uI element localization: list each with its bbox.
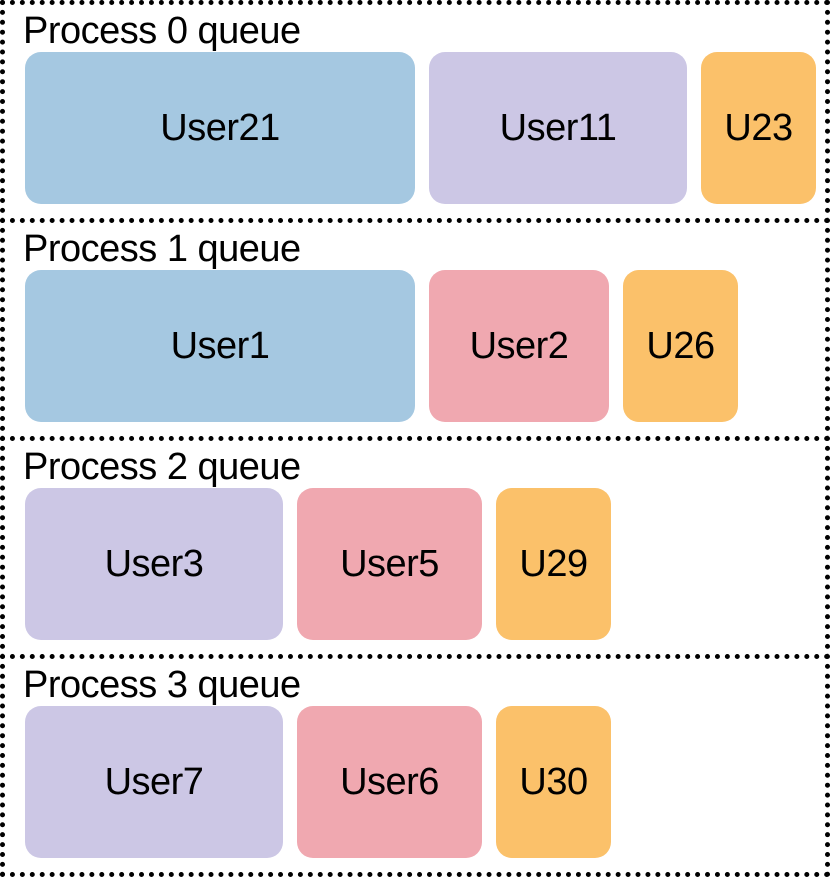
queue-title: Process 0 queue [23,10,301,52]
queue-item[interactable]: U30 [496,706,611,858]
queue-title: Process 3 queue [23,664,301,706]
queue-title: Process 1 queue [23,228,301,270]
queue-title: Process 2 queue [23,446,301,488]
queue-item[interactable]: User21 [25,52,415,204]
queue-item[interactable]: User5 [297,488,482,640]
queue-item[interactable]: U23 [701,52,816,204]
queue-item[interactable]: User7 [25,706,283,858]
queue-item[interactable]: User2 [429,270,609,422]
queue-item[interactable]: User6 [297,706,482,858]
queue-item[interactable]: U29 [496,488,611,640]
queue-item[interactable]: U26 [623,270,738,422]
queue-item[interactable]: User1 [25,270,415,422]
queue-item[interactable]: User11 [429,52,687,204]
queue-item[interactable]: User3 [25,488,283,640]
